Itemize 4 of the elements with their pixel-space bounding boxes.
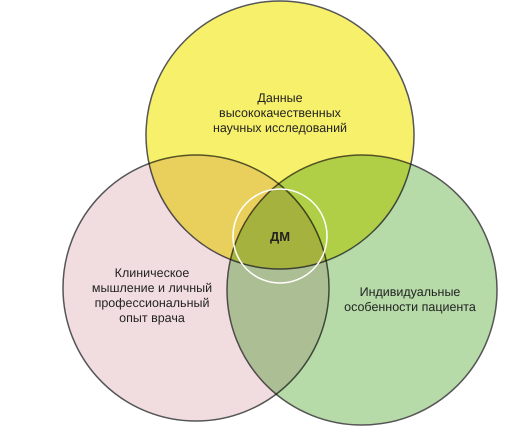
circle-label: Индивидуальные особенности пациента bbox=[343, 285, 477, 315]
circle-label: ДМ bbox=[268, 228, 292, 244]
circle-label: Данные высококачественных научных исследований bbox=[212, 90, 348, 136]
circle-label: Клиническое мышление и личный профессиональный опыт врача bbox=[90, 266, 214, 326]
